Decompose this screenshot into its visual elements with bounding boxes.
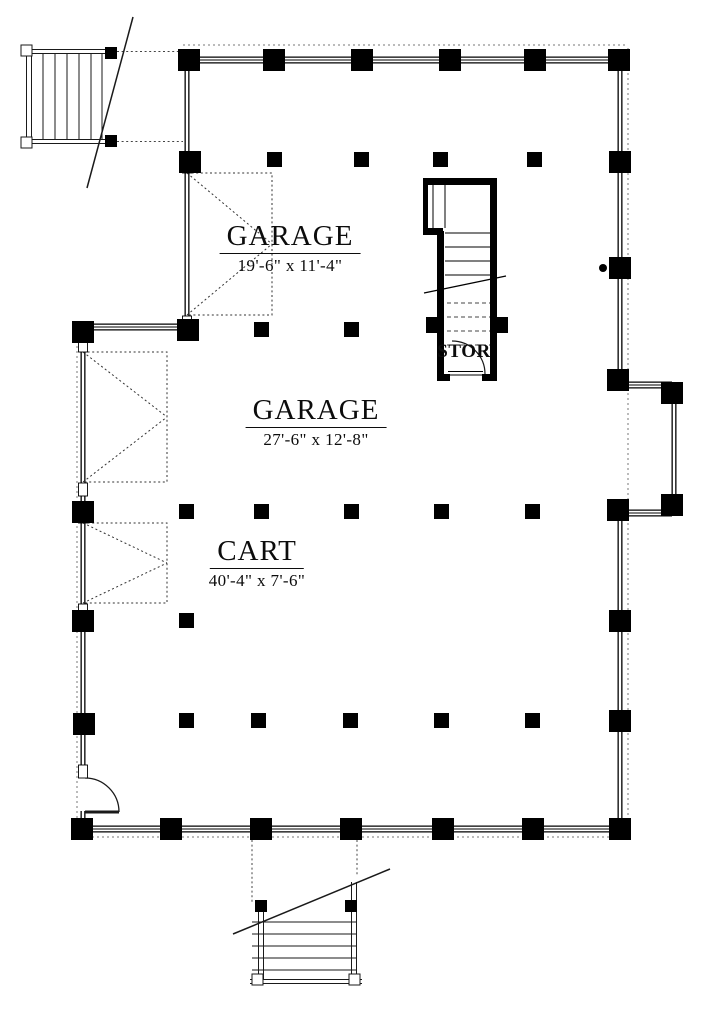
room-label-garage-upper: GARAGE 19'-6" x 11'-4" bbox=[219, 221, 361, 276]
door-jamb-marks bbox=[78, 159, 192, 779]
roof-overhang-dashed-line bbox=[76, 44, 629, 838]
entry-door-swing bbox=[84, 777, 120, 814]
exterior-stair-top-left bbox=[20, 16, 183, 189]
structural-columns bbox=[71, 47, 683, 912]
wall-fixture-knob bbox=[599, 264, 607, 272]
room-name: GARAGE bbox=[245, 395, 387, 428]
room-name: CART bbox=[210, 536, 304, 569]
exterior-stair-bottom bbox=[232, 840, 391, 986]
room-dimensions: 27'-6" x 12'-8" bbox=[263, 429, 369, 449]
room-dimensions: 40'-4" x 7'-6" bbox=[208, 570, 306, 590]
room-label-stor: STOR bbox=[437, 341, 491, 362]
room-dimensions: 19'-6" x 11'-4" bbox=[237, 255, 343, 275]
room-name: GARAGE bbox=[219, 221, 361, 254]
room-label-garage-main: GARAGE 27'-6" x 12'-8" bbox=[245, 395, 387, 450]
interior-stair bbox=[423, 178, 507, 381]
garage-door-symbols bbox=[82, 172, 273, 604]
room-label-cart: CART 40'-4" x 7'-6" bbox=[208, 536, 306, 591]
